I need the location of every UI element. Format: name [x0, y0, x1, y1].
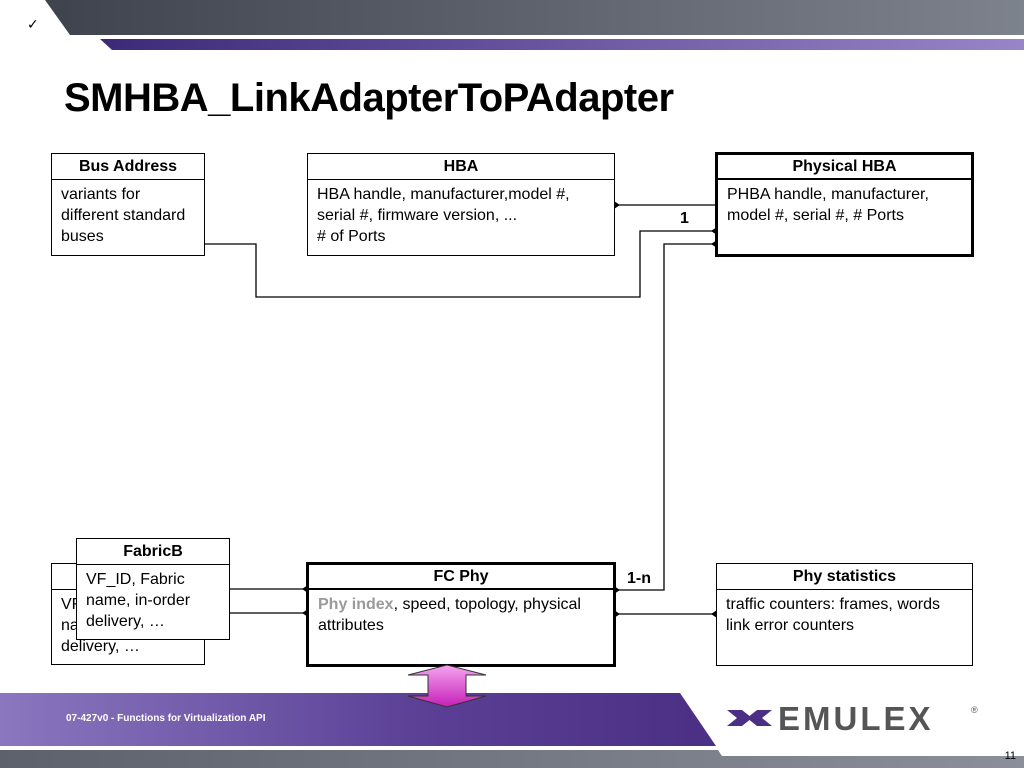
hba-box: HBA HBA handle, manufacturer,model #, se… [307, 153, 615, 256]
emulex-logo-text: EMULEX [778, 700, 934, 737]
physical-hba-box: Physical HBA PHBA handle, manufacturer, … [715, 152, 974, 257]
fc-phy-title: FC Phy [309, 565, 613, 590]
bus-address-title: Bus Address [52, 154, 204, 180]
header-banner [45, 0, 1024, 50]
fc-phy-attributes: , speed, topology, physical attributes [318, 596, 581, 634]
physical-hba-body: PHBA handle, manufacturer, model #, seri… [727, 186, 929, 224]
bus-address-box: Bus Address variants for different stand… [51, 153, 205, 256]
footer-doc-id: 07-427v0 - Functions for Virtualization … [66, 713, 266, 724]
check-mark-icon: ✓ [27, 17, 39, 33]
fabricb-body: VF_ID, Fabric name, in-order delivery, … [86, 571, 191, 630]
registered-mark: ® [971, 705, 978, 715]
cardinality-one-n-label: 1-n [627, 570, 651, 587]
hba-body: HBA handle, manufacturer,model #, serial… [317, 186, 570, 245]
bus-address-body: variants for different standard buses [61, 186, 186, 245]
hba-title: HBA [308, 154, 614, 180]
fabricb-box: FabricB VF_ID, Fabric name, in-order del… [76, 538, 230, 640]
fc-phy-box: FC Phy Phy index, speed, topology, physi… [306, 562, 616, 667]
phy-statistics-title: Phy statistics [717, 564, 972, 590]
phy-statistics-box: Phy statistics traffic counters: frames,… [716, 563, 973, 666]
fabricb-title: FabricB [77, 539, 229, 565]
physical-hba-title: Physical HBA [718, 155, 971, 180]
phy-index-label: Phy index [318, 596, 394, 613]
cardinality-one-label: 1 [680, 210, 689, 227]
bus-to-phba-line [205, 230, 717, 298]
page-number: 11 [1004, 750, 1016, 762]
fcphy-to-phba-line [614, 243, 717, 591]
phy-statistics-body: traffic counters: frames, words link err… [726, 596, 940, 634]
page-title: SMHBA_LinkAdapterToPAdapter [64, 76, 674, 120]
fc-phy-body: Phy index, speed, topology, physical att… [309, 590, 613, 640]
